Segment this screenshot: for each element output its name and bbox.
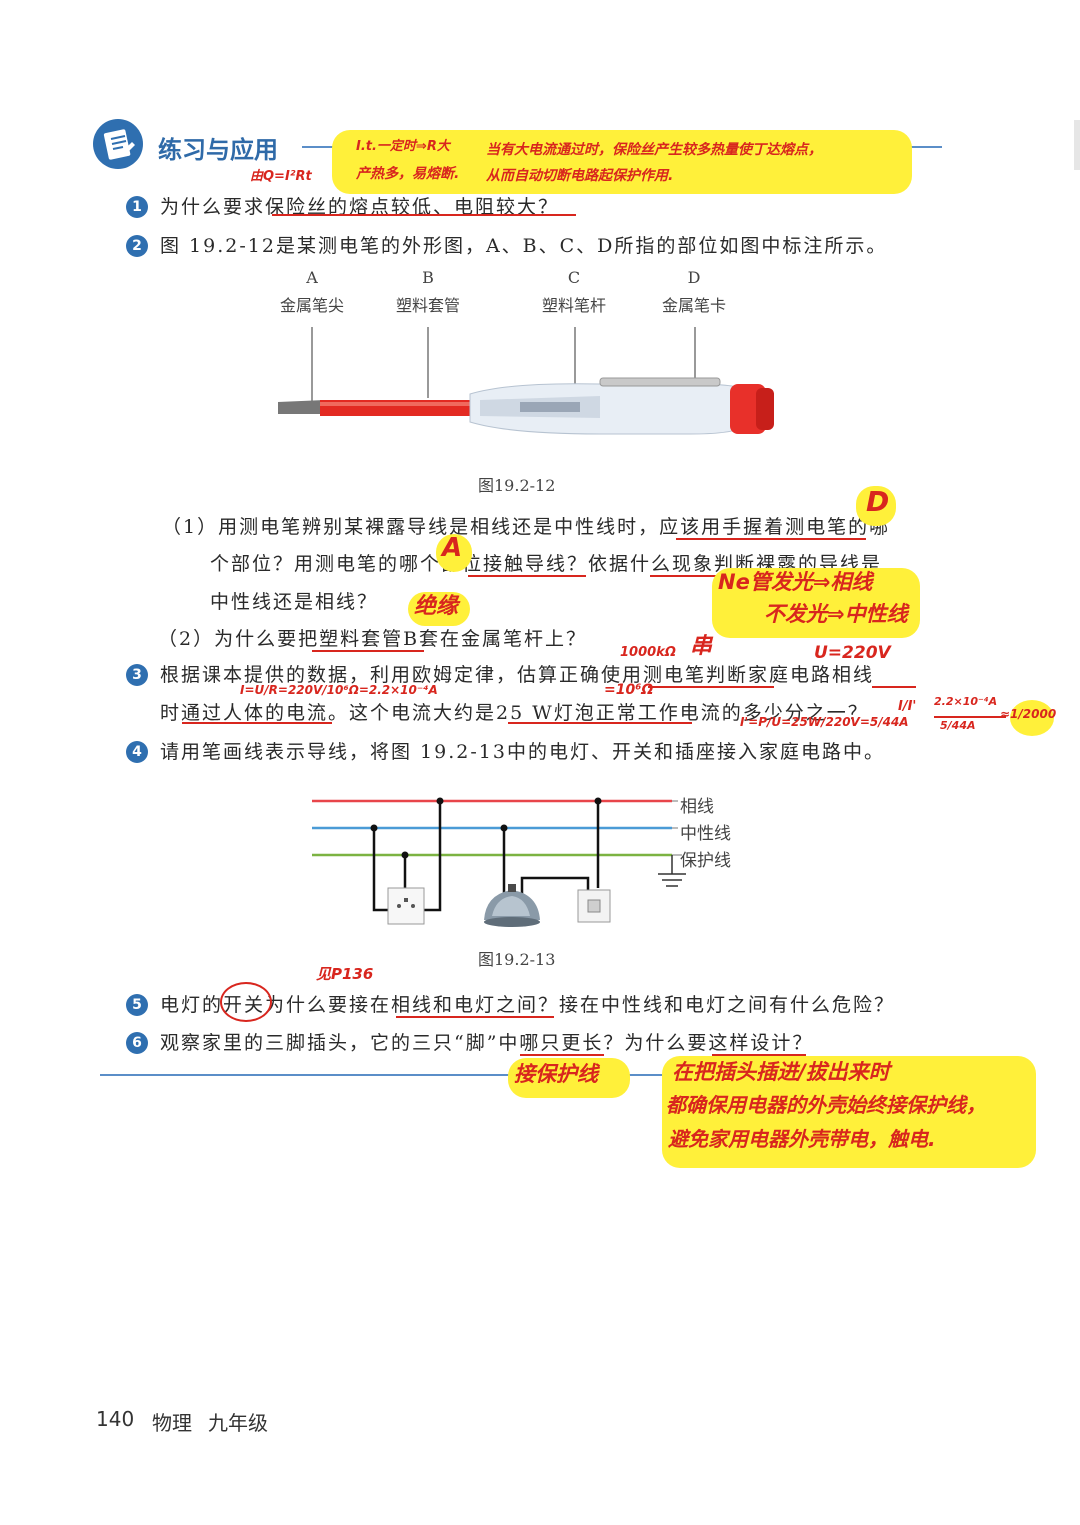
highlight-q2-insulation xyxy=(408,592,470,626)
underline-q3-pen xyxy=(648,686,774,688)
figure-19-2-12-caption: 图19.2-12 xyxy=(478,476,556,495)
page-number: 140 xyxy=(96,1407,135,1431)
annotation-q3-current: I=U/R=220V/10⁶Ω=2.2×10⁻⁴A xyxy=(240,683,438,697)
annotation-q1-answer-2: 从而自动切断电路起保护作用. xyxy=(486,168,674,184)
annotation-q3-resistance: 1000kΩ xyxy=(620,645,676,660)
underline-q2-phenomenon xyxy=(650,575,738,577)
underline-q6-leg xyxy=(520,1054,604,1056)
underline-q1 xyxy=(272,214,576,216)
ratio-fraction-bar xyxy=(934,716,1006,718)
annotation-q1-reason-2: 产热多，易熔断. xyxy=(356,166,460,182)
highlight-q1-answer xyxy=(332,130,912,194)
underline-q5 xyxy=(396,1016,554,1018)
question-5: 5 电灯的开关为什么要接在相线和电灯之间？接在中性线和电灯之间有什么危险？ xyxy=(126,990,895,1017)
highlight-q2-result xyxy=(712,568,920,638)
pen-label-b-name: 塑料套管 xyxy=(395,296,460,315)
circle-q5-switch xyxy=(220,982,272,1022)
underline-q2-touch xyxy=(468,575,586,577)
annotation-q6-short: 接保护线 xyxy=(514,1062,598,1086)
question-1: 1 为什么要求保险丝的熔点较低、电阻较大？ xyxy=(126,192,559,219)
annotation-q1-reason-1: I.t.一定时⇒R大 xyxy=(356,139,450,154)
pen-label-a-letter: A xyxy=(306,268,318,287)
annotation-q5-ref: 见P136 xyxy=(316,965,374,983)
annotation-q1-answer-1: 当有大电流通过时，保险丝产生较多热量使丁达熔点， xyxy=(486,142,822,158)
underline-q3-body xyxy=(182,722,332,724)
pen-label-d-letter: D xyxy=(687,268,701,287)
question-2-text: 图 19.2-12是某测电笔的外形图，A、B、C、D所指的部位如图中标注所示。 xyxy=(160,235,888,257)
question-number-badge: 1 xyxy=(126,196,148,218)
highlight-q3-ratio xyxy=(1010,700,1054,736)
highlight-q6-answer xyxy=(662,1056,1036,1168)
circuit-figure xyxy=(312,797,686,927)
annotation-q2-insulation: 绝缘 xyxy=(414,594,459,619)
underline-q6-design xyxy=(712,1054,806,1056)
question-3: 3 根据课本提供的数据，利用欧姆定律，估算正确使用测电笔判断家庭电路相线 xyxy=(126,660,874,687)
underline-q2-sleeve xyxy=(312,650,424,652)
pen-label-b-letter: B xyxy=(422,268,434,287)
wire-label-live: 相线 xyxy=(680,797,714,817)
annotation-q3-ratio-result: ≈1/2000 xyxy=(1000,707,1057,721)
question-2: 2 图 19.2-12是某测电笔的外形图，A、B、C、D所指的部位如图中标注所示。 xyxy=(126,231,887,258)
question-number-badge: 4 xyxy=(126,741,148,763)
test-pen-figure xyxy=(278,327,774,435)
underline-q3-live xyxy=(872,686,916,688)
question-3-line-1: 根据课本提供的数据，利用欧姆定律，估算正确使用测电笔判断家庭电路相线 xyxy=(160,664,875,686)
annotation-q3-ratio-lhs: I/I' xyxy=(898,699,917,714)
question-2-sub-1-line-2: 个部位？用测电笔的哪个部位接触导线？依据什么现象判断裸露的导线是 xyxy=(210,553,883,575)
annotation-q1-formula: 由Q=I²Rt xyxy=(250,169,312,184)
question-6-text: 观察家里的三脚插头，它的三只“脚”中哪只更长？为什么要这样设计？ xyxy=(160,1032,814,1054)
highlight-q2-hold xyxy=(856,486,896,526)
footer-grade: 九年级 xyxy=(208,1411,268,1435)
annotation-q6-answer-2: 都确保用电器的外壳始终接保护线， xyxy=(666,1093,986,1117)
question-number-badge: 5 xyxy=(126,994,148,1016)
footer-subject: 物理 xyxy=(152,1411,192,1435)
annotation-q3-resistance-si: =10⁶Ω xyxy=(604,682,654,698)
figure-19-2-13-caption: 图19.2-13 xyxy=(478,950,556,969)
annotation-q6-answer-1: 在把插头插进/拔出来时 xyxy=(672,1060,890,1084)
annotation-q2-hold: D xyxy=(866,485,890,518)
page-edge-shadow xyxy=(1074,120,1080,170)
pen-label-c-letter: C xyxy=(567,268,581,287)
question-2-sub-1-line-3: 中性线还是相线？ xyxy=(210,591,379,613)
question-number-badge: 2 xyxy=(126,235,148,257)
question-5-text: 电灯的开关为什么要接在相线和电灯之间？接在中性线和电灯之间有什么危险？ xyxy=(160,994,896,1016)
question-2-sub-2: （2）为什么要把塑料套管B套在金属笔杆上？ xyxy=(158,628,588,650)
annotation-q3-voltage: U=220V xyxy=(814,643,891,663)
pen-label-c-name: 塑料笔杆 xyxy=(541,296,606,315)
annotation-q3-series: 串 xyxy=(690,634,713,659)
annotation-q3-ratio-den: 5/44A xyxy=(940,719,976,732)
highlight-q6-short xyxy=(508,1058,630,1098)
question-3-line-2: 时通过人体的电流。这个电流大约是25 W灯泡正常工作电流的多少分之一？ xyxy=(160,702,869,724)
annotation-q3-ratio-num: 2.2×10⁻⁴A xyxy=(934,695,998,708)
pen-label-a-name: 金属笔尖 xyxy=(279,296,344,315)
annotation-q2-result-2: 不发光⇒中性线 xyxy=(764,602,908,626)
wire-label-ground: 保护线 xyxy=(680,851,731,871)
question-4: 4 请用笔画线表示导线，将图 19.2-13中的电灯、开关和插座接入家庭电路中。 xyxy=(126,737,885,764)
underline-q2-hold xyxy=(676,538,866,540)
question-number-badge: 3 xyxy=(126,664,148,686)
question-6: 6 观察家里的三脚插头，它的三只“脚”中哪只更长？为什么要这样设计？ xyxy=(126,1028,813,1055)
question-1-text: 为什么要求保险丝的熔点较低、电阻较大？ xyxy=(160,196,560,218)
annotation-q6-answer-3: 避免家用电器外壳带电，触电. xyxy=(668,1127,936,1151)
annotation-q2-touch: A xyxy=(442,533,463,563)
annotation-q2-result-1: Ne管发光⇒相线 xyxy=(718,570,873,594)
underline-q3-lamp xyxy=(508,722,692,724)
question-number-badge: 6 xyxy=(126,1032,148,1054)
exercise-book-icon xyxy=(93,119,143,169)
highlight-q2-touch xyxy=(436,534,472,572)
question-4-text: 请用笔画线表示导线，将图 19.2-13中的电灯、开关和插座接入家庭电路中。 xyxy=(160,741,885,763)
annotation-q3-lamp: I'=P/U=25W/220V=5/44A xyxy=(740,715,909,729)
question-2-sub-1-line-1: （1）用测电笔辨别某裸露导线是相线还是中性线时，应该用手握着测电笔的哪 xyxy=(162,516,891,538)
section-title: 练习与应用 xyxy=(158,136,278,164)
pen-label-d-name: 金属笔卡 xyxy=(661,296,726,315)
wire-label-neutral: 中性线 xyxy=(680,824,731,844)
